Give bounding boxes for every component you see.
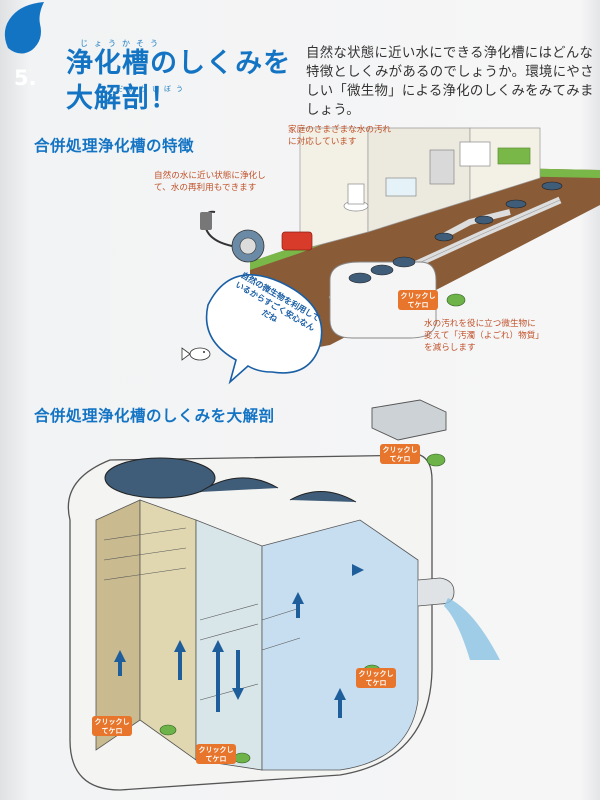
title-line1: 浄化槽のしくみを xyxy=(66,48,292,79)
note-reuse: 自然の水に近い状態に浄化して、水の再利用もできます xyxy=(154,171,266,193)
click-tag-button[interactable]: クリックしてケロ xyxy=(196,744,236,764)
water-drop-icon xyxy=(4,2,45,54)
note-household: 家庭のさまざまな水の汚れに対応しています xyxy=(288,125,392,147)
note-bacteria: 水の汚れを役に立つ微生物に変えて「汚濁（よごれ）物質」を減らします xyxy=(424,319,540,353)
house-illustration xyxy=(200,127,600,360)
section1-heading: 合併処理浄化槽の特徴 xyxy=(34,137,195,155)
title-line2: 大解剖！ xyxy=(66,83,178,114)
fish-icon xyxy=(181,347,211,361)
title-ruby-line1: じょうかそう xyxy=(80,39,164,48)
click-tag-button[interactable]: クリックしてケロ xyxy=(380,444,420,464)
intro-text: 自然な状態に近い水にできる浄化槽にはどんな特徴としくみがあるのでしょうか。環境に… xyxy=(306,46,594,118)
click-tag-button[interactable]: クリックしてケロ xyxy=(398,290,438,310)
title-ruby-line2: だいかいぼう xyxy=(116,85,188,93)
click-tag-button[interactable]: クリックしてケロ xyxy=(356,668,396,688)
section-number: 5. xyxy=(14,66,37,90)
section2-heading: 合併処理浄化槽のしくみを大解剖 xyxy=(34,407,275,425)
page-title: 浄化槽のしくみを 大解剖！ xyxy=(66,46,291,116)
tank-cutaway-illustration xyxy=(67,399,500,791)
speech-bubble-shape xyxy=(205,274,323,385)
click-tag-button[interactable]: クリックしてケロ xyxy=(92,716,132,736)
